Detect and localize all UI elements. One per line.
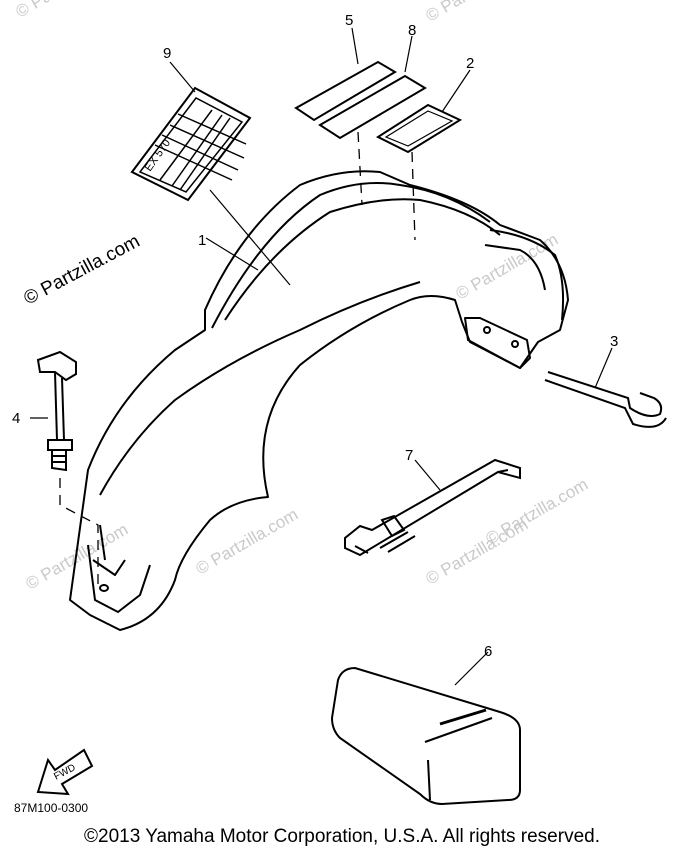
decal-part-9: EX 570 bbox=[130, 86, 252, 202]
part-label-1: 1 bbox=[198, 232, 206, 249]
strap-part-7 bbox=[344, 458, 521, 557]
part-label-9: 9 bbox=[163, 45, 171, 62]
part-label-7: 7 bbox=[405, 447, 413, 464]
bolt-part-4 bbox=[36, 350, 77, 472]
strip-part-5 bbox=[294, 60, 397, 122]
strip-part-8 bbox=[318, 74, 427, 140]
part-label-6: 6 bbox=[484, 643, 492, 660]
watermark-top-left: © Partzilla.com bbox=[13, 0, 122, 21]
rod-part-3 bbox=[544, 371, 667, 428]
drawing-code: 87M100-0300 bbox=[14, 801, 88, 815]
watermark-lower-right: © Partzilla.com bbox=[483, 475, 592, 549]
partzilla-watermark: © Partzilla.com bbox=[20, 231, 143, 310]
forward-arrow-icon: FWD bbox=[36, 748, 94, 796]
plate-part-2 bbox=[375, 103, 463, 154]
watermark-top-right: © Partzilla.com bbox=[423, 0, 532, 25]
forward-arrow-text: FWD bbox=[52, 762, 77, 782]
watermark-mid-right: © Partzilla.com bbox=[453, 230, 562, 304]
part-label-2: 2 bbox=[466, 55, 474, 72]
watermarks: © Partzilla.com © Partzilla.com © Partzi… bbox=[13, 0, 592, 593]
copyright-notice: ©2013 Yamaha Motor Corporation, U.S.A. A… bbox=[84, 826, 600, 847]
part-labels: 5 8 2 9 1 4 3 7 6 bbox=[12, 12, 618, 660]
rear-fender-part bbox=[69, 170, 569, 631]
part-label-3: 3 bbox=[610, 333, 618, 350]
guide-lines bbox=[59, 131, 416, 590]
part-label-5: 5 bbox=[345, 12, 353, 29]
leader-lines bbox=[30, 27, 613, 686]
part-label-4: 4 bbox=[12, 410, 20, 427]
part-label-8: 8 bbox=[408, 22, 416, 39]
case-part-6 bbox=[330, 666, 521, 806]
watermark-center: © Partzilla.com bbox=[193, 505, 302, 579]
